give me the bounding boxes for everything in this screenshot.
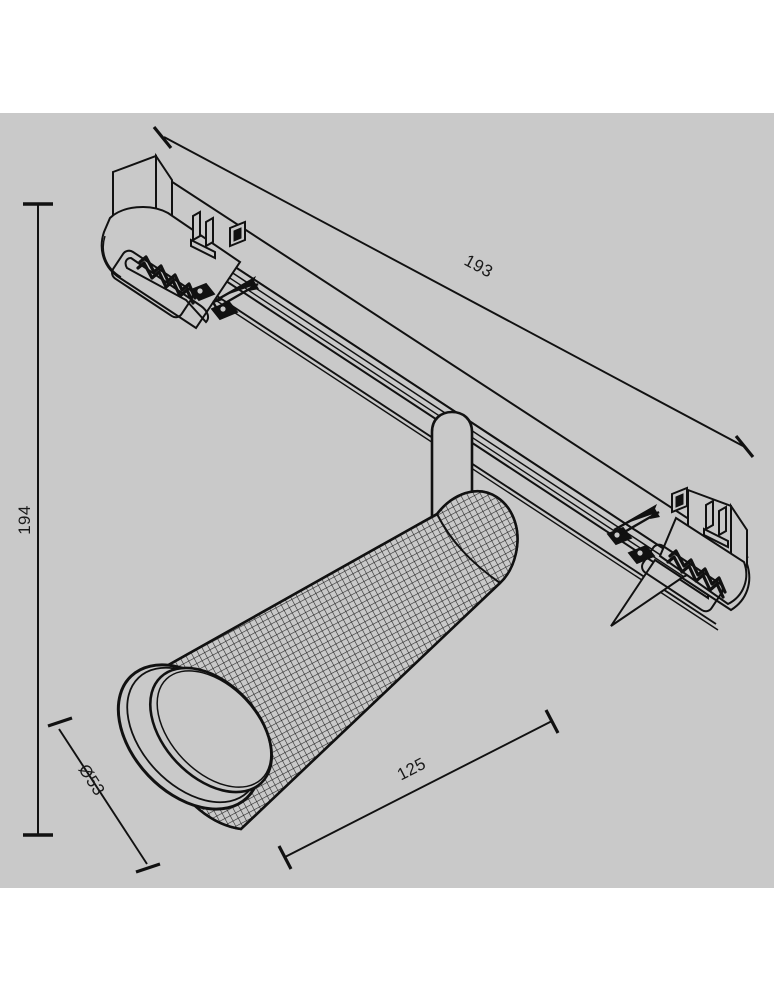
serpentine-spring-contact-left [111,249,210,324]
double-headed-arrow-left [211,276,259,310]
spring-plate-outline-left [111,249,194,319]
terminal-blocks-right [671,486,729,549]
dimension-label-125: 125 [394,754,429,784]
dimension-label-53: Ø53 [75,761,109,799]
double-headed-arrow-right [613,504,660,536]
cylinder-rear-cap-edge [436,513,501,584]
spotlight-front-aperture [116,663,274,811]
track-end-cap-upper-left [100,152,259,330]
serpentine-spring-contact-right [641,543,727,613]
track-end-cap-lower-right [606,486,751,627]
dimension-label-194: 194 [15,505,34,535]
dimension-height-194: 194 [15,202,53,837]
aperture-bore-inner-line [156,670,272,788]
polarity-symbols-left [189,282,239,321]
terminal-blocks-left [190,210,246,260]
aperture-bore [148,666,274,794]
dimension-label-193: 193 [461,251,496,282]
